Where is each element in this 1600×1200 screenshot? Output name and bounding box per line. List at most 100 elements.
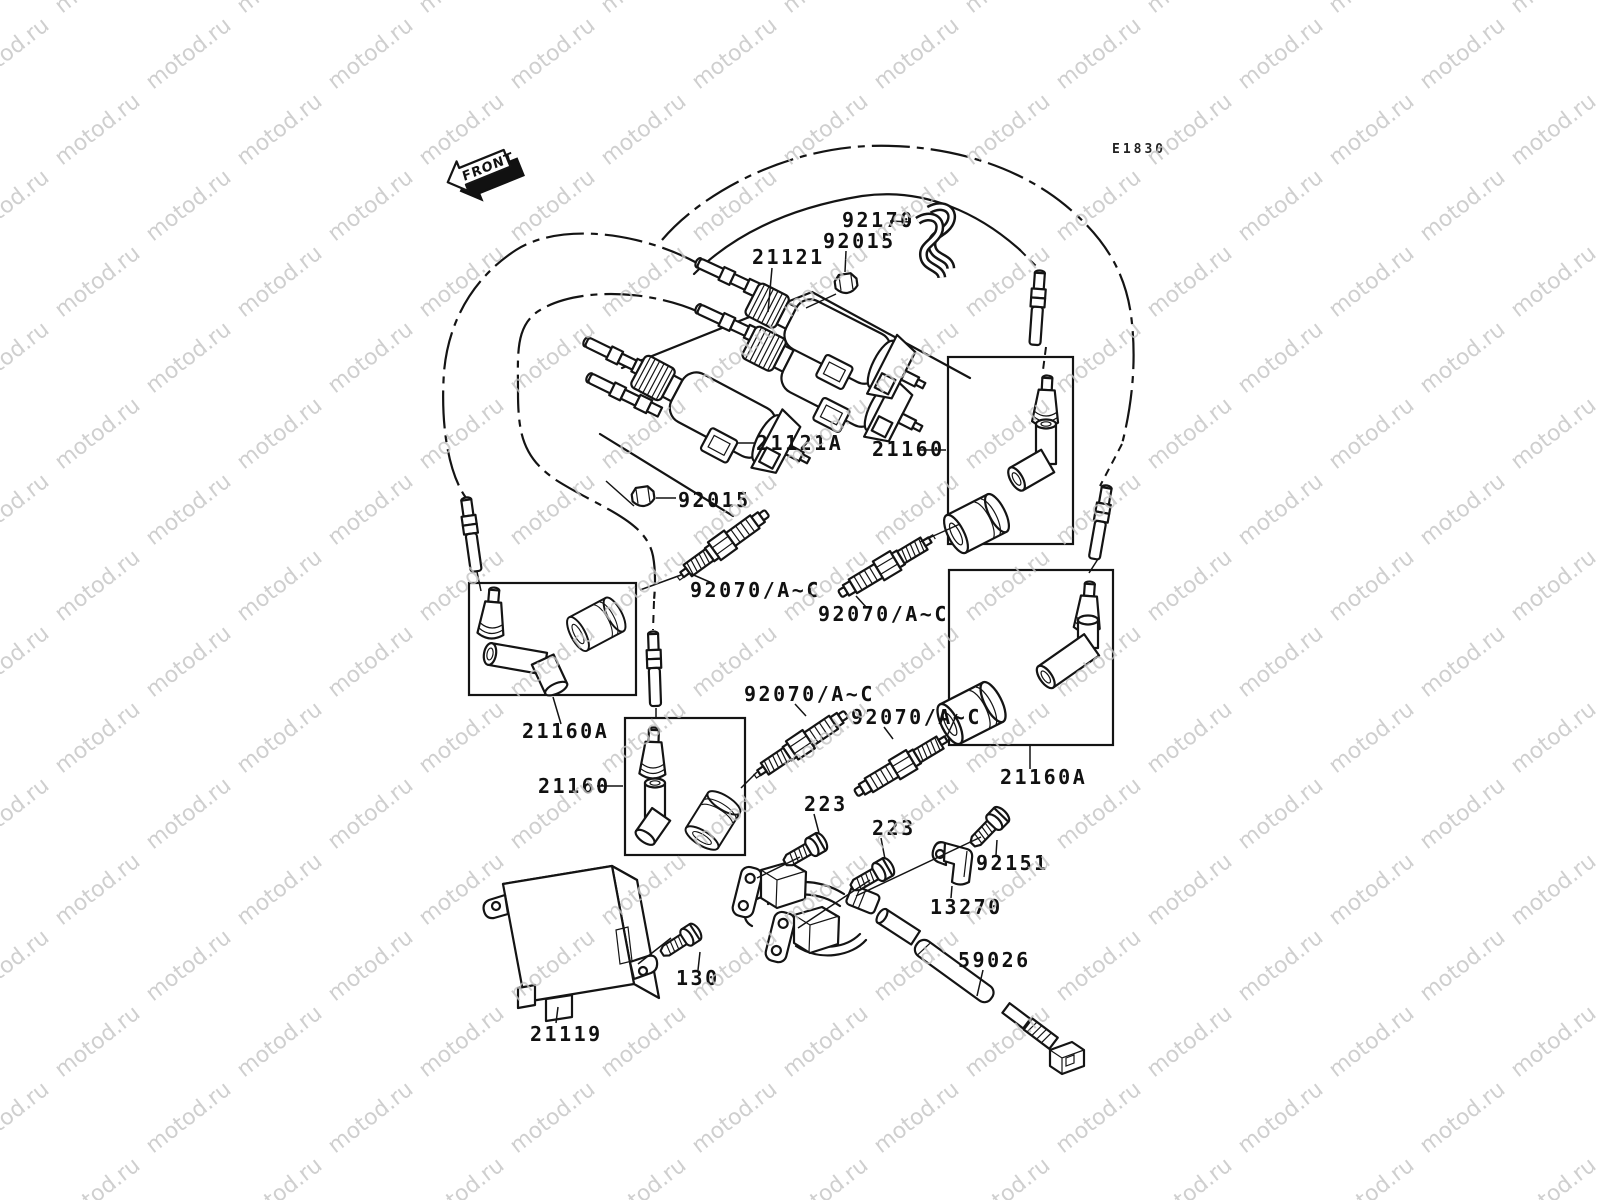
watermark-text: motod.ru — [596, 89, 691, 171]
watermark-text: motod.ru — [1324, 0, 1419, 19]
watermark-text: motod.ru — [0, 925, 54, 1007]
cap-group-21160a-right — [931, 579, 1105, 749]
watermark-text: motod.ru — [141, 621, 236, 703]
watermark-text: motod.ru — [232, 1153, 327, 1200]
watermark-text: motod.ru — [323, 165, 418, 247]
watermark-text: motod.ru — [1506, 241, 1600, 323]
watermark-text: motod.ru — [960, 89, 1055, 171]
watermark-text: motod.ru — [960, 1153, 1055, 1200]
watermark-text: motod.ru — [596, 0, 691, 19]
watermark-text: motod.ru — [1506, 545, 1600, 627]
watermark-text: motod.ru — [232, 849, 327, 931]
watermark-text: motod.ru — [1415, 925, 1510, 1007]
watermark-text: motod.ru — [596, 1001, 691, 1083]
watermark-text: motod.ru — [414, 1001, 509, 1083]
watermark-text: motod.ru — [1142, 393, 1237, 475]
watermark-text: motod.ru — [0, 13, 54, 95]
watermark-text: motod.ru — [414, 393, 509, 475]
part-label-92151: 92151 — [976, 851, 1049, 875]
clip-92170 — [915, 202, 956, 279]
part-label-21160a-right: 21160A — [1000, 765, 1087, 789]
bolt-92151 — [964, 803, 1013, 853]
watermark-text: motod.ru — [414, 1153, 509, 1200]
watermark-text: motod.ru — [1506, 89, 1600, 171]
watermark-text: motod.ru — [1415, 1077, 1510, 1159]
watermark-text: motod.ru — [0, 165, 54, 247]
watermark-text: motod.ru — [1233, 317, 1328, 399]
part-label-21160-right: 21160 — [872, 437, 945, 461]
watermark-text: motod.ru — [50, 545, 145, 627]
watermark-text: motod.ru — [141, 773, 236, 855]
watermark-text: motod.ru — [232, 89, 327, 171]
watermark-text: motod.ru — [1324, 697, 1419, 779]
watermark-text: motod.ru — [141, 925, 236, 1007]
part-label-92015-top: 92015 — [823, 229, 896, 253]
watermark-text: motod.ru — [1142, 0, 1237, 19]
watermark-text: motod.ru — [1233, 13, 1328, 95]
watermark-text: motod.ru — [687, 1077, 782, 1159]
watermark-text: motod.ru — [1324, 545, 1419, 627]
mount-plane-top — [620, 290, 972, 380]
part-label-13270: 13270 — [930, 895, 1003, 919]
watermark-text: motod.ru — [1233, 469, 1328, 551]
watermark-text: motod.ru — [50, 849, 145, 931]
watermark-text: motod.ru — [687, 165, 782, 247]
watermark-text: motod.ru — [141, 13, 236, 95]
watermark-text: motod.ru — [1051, 13, 1146, 95]
watermark-text: motod.ru — [50, 697, 145, 779]
igniter-unit-21119 — [482, 864, 661, 1023]
watermark-text: motod.ru — [323, 1077, 418, 1159]
watermark-text: motod.ru — [596, 545, 691, 627]
part-label-223-a: 223 — [804, 792, 848, 816]
watermark-text: motod.ru — [687, 13, 782, 95]
watermark-text: motod.ru — [778, 0, 873, 19]
watermark-text: motod.ru — [414, 0, 509, 19]
part-label-21160a-left: 21160A — [522, 719, 609, 743]
watermark-text: motod.ru — [869, 13, 964, 95]
part-label-223-b: 223 — [872, 816, 916, 840]
part-label-92070-3: 92070/A~C — [744, 682, 875, 706]
watermark-text: motod.ru — [1324, 1001, 1419, 1083]
harness-curve-right-outer — [661, 144, 1135, 445]
watermark-text: motod.ru — [1506, 1153, 1600, 1200]
diagram-code: E1830 — [1112, 142, 1166, 157]
watermark-text: motod.ru — [505, 469, 600, 551]
part-label-21121: 21121 — [752, 245, 825, 269]
watermark-text: motod.ru — [50, 0, 145, 19]
nut-92015-mid — [629, 484, 657, 509]
watermark-text: motod.ru — [1324, 1153, 1419, 1200]
watermark-text: motod.ru — [869, 1077, 964, 1159]
watermark-text: motod.ru — [0, 773, 54, 855]
watermark-text: motod.ru — [141, 317, 236, 399]
harness-curve-right-inner — [692, 193, 1022, 276]
cap-group-21160-right — [938, 373, 1062, 558]
watermark-text: motod.ru — [1415, 13, 1510, 95]
watermark-text: motod.ru — [1324, 241, 1419, 323]
watermark-text: motod.ru — [1415, 165, 1510, 247]
watermark-text: motod.ru — [1142, 697, 1237, 779]
watermark-text: motod.ru — [0, 317, 54, 399]
watermark-text: motod.ru — [1142, 89, 1237, 171]
harness-curve-left-inner — [516, 292, 700, 601]
watermark-text: motod.ru — [1324, 849, 1419, 931]
part-label-130: 130 — [676, 966, 720, 990]
watermark-text: motod.ru — [1415, 469, 1510, 551]
watermark-text: motod.ru — [1142, 849, 1237, 931]
watermark-text: motod.ru — [323, 925, 418, 1007]
box-21160-right — [946, 355, 1075, 546]
bolt-130 — [655, 920, 706, 963]
watermark-text: motod.ru — [1233, 773, 1328, 855]
watermark-text: motod.ru — [323, 621, 418, 703]
watermark-text: motod.ru — [1233, 165, 1328, 247]
watermark-text: motod.ru — [1506, 1001, 1600, 1083]
watermark-text: motod.ru — [1506, 697, 1600, 779]
watermark-text: motod.ru — [1142, 545, 1237, 627]
watermark-text: motod.ru — [50, 89, 145, 171]
watermark-text: motod.ru — [1415, 773, 1510, 855]
part-label-59026: 59026 — [958, 948, 1031, 972]
watermark-text: motod.ru — [596, 241, 691, 323]
watermark-text: motod.ru — [960, 545, 1055, 627]
watermark-text: motod.ru — [1051, 925, 1146, 1007]
